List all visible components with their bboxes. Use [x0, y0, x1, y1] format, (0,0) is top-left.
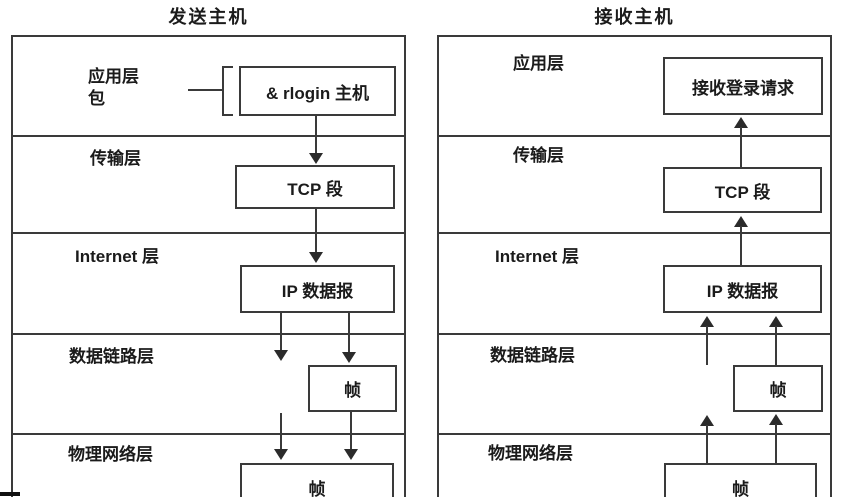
sender-host-title: 发送主机 [168, 7, 249, 27]
receiver-label-internet: Internet 层 [495, 247, 580, 266]
down-arrow-icon [342, 352, 356, 363]
up-arrow-icon [700, 415, 714, 426]
arrow-line [775, 424, 777, 463]
receiver-datalink-frame-box: 帧 [733, 365, 823, 412]
packet-connector-line [188, 89, 222, 91]
sender-label-transport: 传输层 [90, 149, 141, 168]
sender-label-datalink: 数据链路层 [69, 347, 154, 366]
receiver-divider-app-transport [437, 135, 832, 137]
receiver-application-box: 接收登录请求 [663, 57, 823, 115]
arrow-line [706, 326, 708, 365]
receiver-label-datalink: 数据链路层 [490, 346, 575, 365]
receiver-label-transport: 传输层 [513, 146, 564, 165]
up-arrow-icon [769, 414, 783, 425]
sender-panel [11, 35, 406, 497]
receiver-host-title: 接收主机 [594, 7, 675, 27]
down-arrow-icon [344, 449, 358, 460]
arrow-line [280, 413, 282, 450]
arrow-line [315, 209, 317, 253]
sender-datalink-frame-box: 帧 [308, 365, 397, 412]
sender-transport-box: TCP 段 [235, 165, 395, 209]
arrow-line [740, 226, 742, 265]
down-arrow-icon [274, 350, 288, 361]
receiver-divider-internet-datalink [437, 333, 832, 335]
arrow-line [706, 425, 708, 463]
sender-label-packet: 包 [88, 89, 105, 108]
arrow-line [348, 313, 350, 353]
arrow-line [740, 127, 742, 167]
up-arrow-icon [700, 316, 714, 327]
up-arrow-icon [769, 316, 783, 327]
receiver-label-physical: 物理网络层 [488, 444, 573, 463]
arrow-line [315, 116, 317, 154]
down-arrow-icon [309, 252, 323, 263]
receiver-transport-box: TCP 段 [663, 167, 822, 213]
arrow-line [350, 412, 352, 450]
up-arrow-icon [734, 117, 748, 128]
sender-divider-app-transport [11, 135, 406, 137]
receiver-internet-box: IP 数据报 [663, 265, 822, 313]
arrow-line [775, 326, 777, 365]
receiver-divider-datalink-physical [437, 433, 832, 435]
sender-divider-transport-internet [11, 232, 406, 234]
sender-physical-frame-box: 帧 [240, 463, 394, 497]
sender-label-physical: 物理网络层 [68, 445, 153, 464]
down-arrow-icon [309, 153, 323, 164]
sender-label-application: 应用层 包 [88, 66, 139, 110]
receiver-panel [437, 35, 832, 497]
receiver-physical-frame-box: 帧 [664, 463, 817, 497]
sender-internet-box: IP 数据报 [240, 265, 395, 313]
bottom-edge-mark [0, 492, 20, 496]
receiver-label-application: 应用层 [513, 54, 564, 73]
sender-divider-internet-datalink [11, 333, 406, 335]
arrow-line [280, 313, 282, 351]
sender-application-box: & rlogin 主机 [239, 66, 396, 116]
sender-label-application-line1: 应用层 [88, 67, 139, 86]
up-arrow-icon [734, 216, 748, 227]
sender-label-internet: Internet 层 [75, 247, 160, 266]
receiver-divider-transport-internet [437, 232, 832, 234]
packet-bracket-icon [222, 66, 233, 116]
sender-divider-datalink-physical [11, 433, 406, 435]
down-arrow-icon [274, 449, 288, 460]
